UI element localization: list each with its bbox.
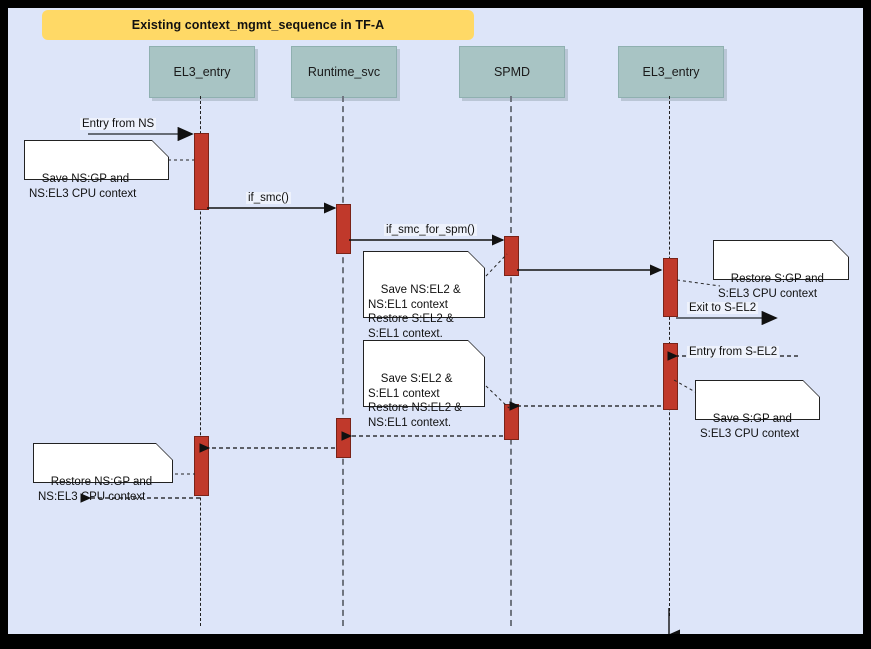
lifeline-head-el3-entry-left[interactable]: EL3_entry [149,46,255,98]
message-label-if-smc: if_smc() [246,192,291,204]
note-text: Save S:EL2 & S:EL1 context Restore NS:EL… [368,373,462,429]
activation-runtime-svc-1 [336,204,351,254]
activation-el3-entry-left-2 [194,436,209,496]
note-text: Save NS:GP and NS:EL3 CPU context [29,173,137,200]
activation-el3-entry-right-1 [663,258,678,317]
note-save-s-gp: Save S:GP and S:EL3 CPU context [695,380,820,440]
note-save-s-el2: Save S:EL2 & S:EL1 context Restore NS:EL… [363,340,485,429]
page-title: Existing context_mgmt_sequence in TF-A [131,18,385,32]
note-text: Restore NS:GP and NS:EL3 CPU context [38,476,153,503]
message-label-exit-to-s-el2: Exit to S-EL2 [687,302,759,314]
message-label-entry-from-s-el2: Entry from S-EL2 [687,346,780,358]
message-label-entry-from-ns: Entry from NS [80,118,157,130]
activation-el3-entry-right-2 [663,343,678,410]
sequence-diagram-canvas: Existing context_mgmt_sequence in TF-A E… [8,8,863,634]
activation-spmd-2 [504,404,519,440]
lifeline-label: Runtime_svc [307,65,381,79]
activation-spmd-1 [504,236,519,276]
diagram-title-bar: Existing context_mgmt_sequence in TF-A [42,10,474,40]
lifeline-label: EL3_entry [642,65,700,79]
lifeline-head-runtime-svc[interactable]: Runtime_svc [291,46,397,98]
note-restore-ns-gp: Restore NS:GP and NS:EL3 CPU context [33,443,173,503]
message-label-if-smc-for-spm: if_smc_for_spm() [384,224,477,236]
note-restore-s-gp: Restore S:GP and S:EL3 CPU context [713,240,849,300]
lifeline-label: EL3_entry [173,65,231,79]
lifeline-line-runtime-svc [342,96,344,626]
note-text: Restore S:GP and S:EL3 CPU context [718,273,824,300]
note-save-ns-gp: Save NS:GP and NS:EL3 CPU context [24,140,169,200]
activation-el3-entry-left-1 [194,133,209,210]
activation-runtime-svc-2 [336,418,351,458]
lifeline-line-spmd [510,96,512,626]
lifeline-head-spmd[interactable]: SPMD [459,46,565,98]
lifeline-head-el3-entry-right[interactable]: EL3_entry [618,46,724,98]
lifeline-line-el3-entry-left [200,96,201,626]
lifeline-label: SPMD [493,65,531,79]
connector-note-restore-s-gp [676,279,721,287]
note-text: Save S:GP and S:EL3 CPU context [700,413,800,440]
note-text: Save NS:EL2 & NS:EL1 context Restore S:E… [368,284,461,340]
note-save-ns-el2: Save NS:EL2 & NS:EL1 context Restore S:E… [363,251,485,340]
